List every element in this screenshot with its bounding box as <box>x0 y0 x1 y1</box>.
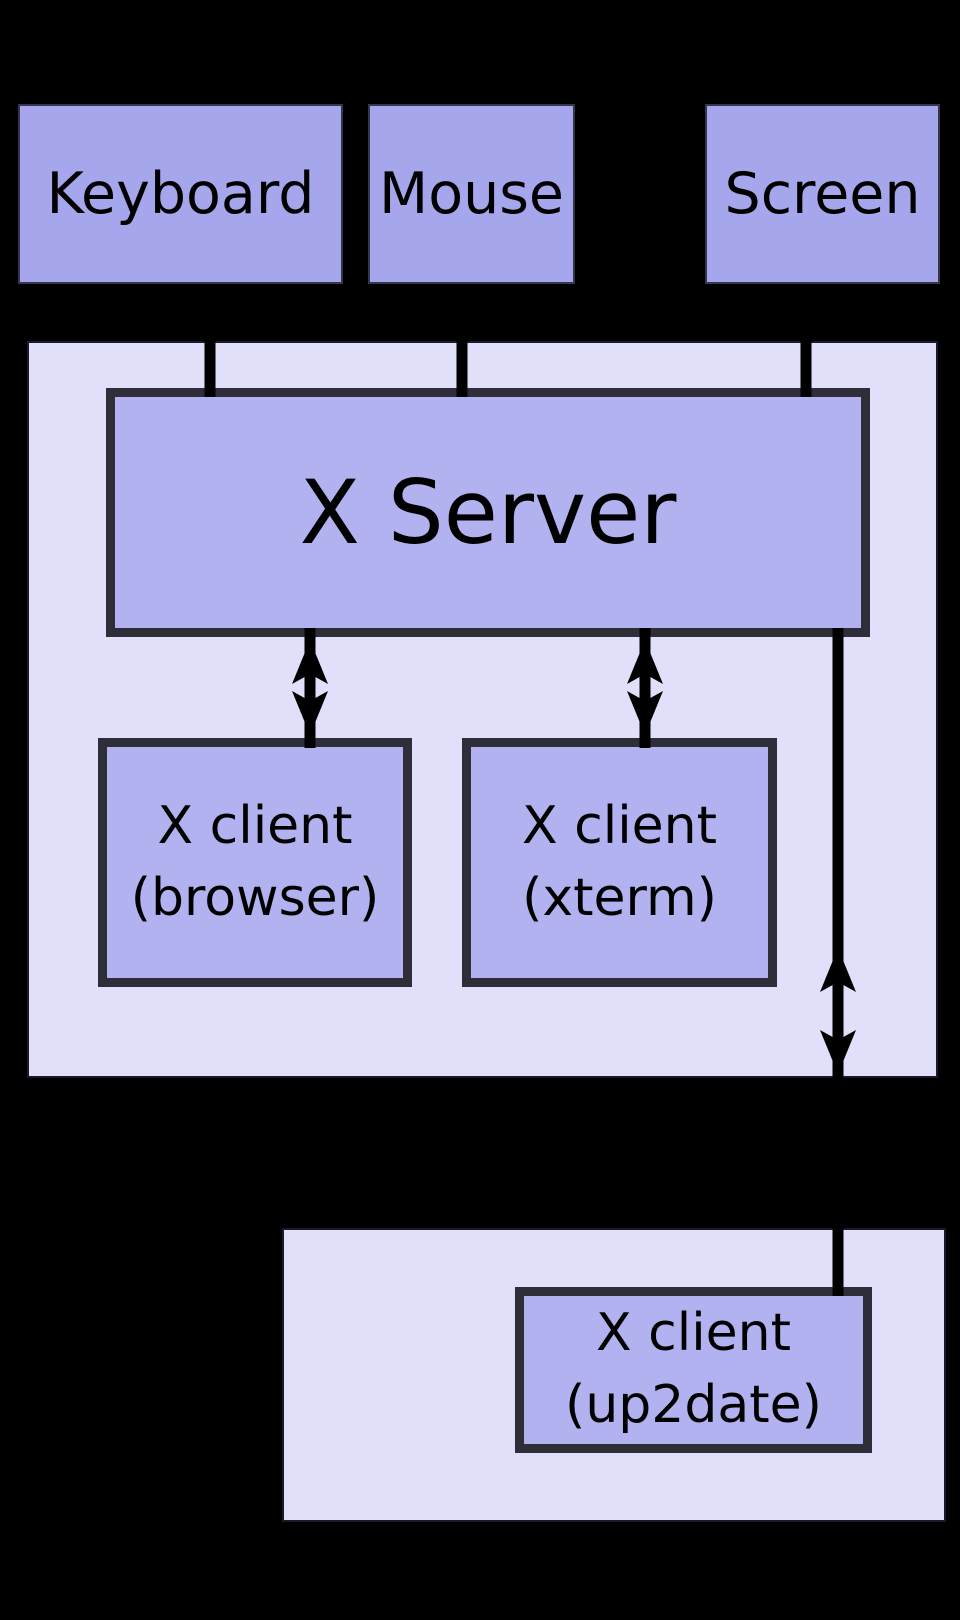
x-client-up2date-label-line1: X client <box>596 1303 791 1364</box>
x-client-up2date-label-line2: (up2date) <box>565 1375 822 1435</box>
device-box-mouse: Mouse <box>368 104 575 284</box>
device-box-keyboard: Keyboard <box>18 104 343 284</box>
x-server-box: X Server <box>106 388 870 637</box>
x-client-xterm-label-line1: X client <box>522 795 717 856</box>
x-client-browser-label-line1: X client <box>157 795 353 856</box>
device-box-screen: Screen <box>705 104 940 284</box>
device-label-keyboard: Keyboard <box>46 160 315 227</box>
device-label-screen: Screen <box>724 160 921 227</box>
x-client-browser-box: X client (browser) <box>98 738 412 987</box>
x-client-up2date-box: X client (up2date) <box>515 1287 872 1453</box>
x-client-xterm-label-line2: (xterm) <box>522 867 717 928</box>
x-client-browser-label-line2: (browser) <box>130 867 380 928</box>
x-client-xterm-box: X client (xterm) <box>462 738 777 987</box>
x-server-label: X Server <box>299 460 677 564</box>
device-label-mouse: Mouse <box>379 160 564 227</box>
